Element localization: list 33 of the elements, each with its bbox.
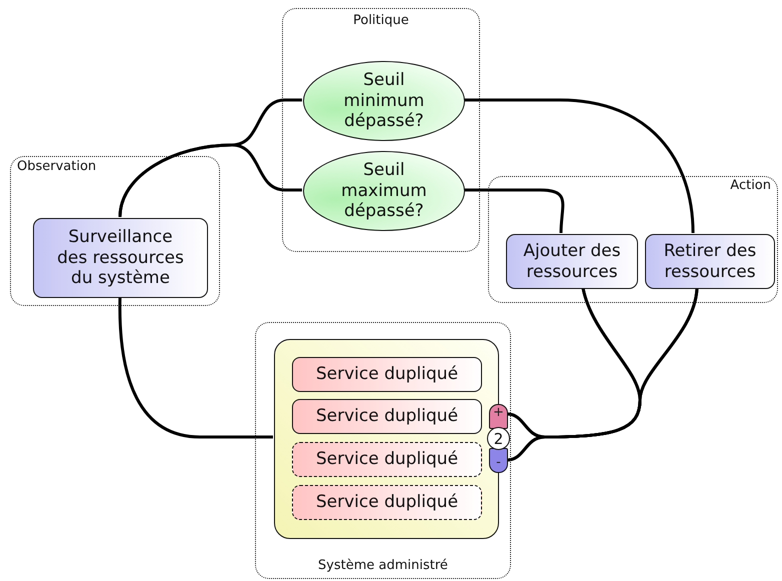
node-text: Seuil maximum dépassé? [340,160,428,222]
node-text: Service dupliqué [316,364,458,385]
process-box [506,234,638,289]
node-text: Retirer des ressources [662,241,758,282]
node-text: 2 [494,430,504,448]
node-text: Service dupliqué [316,406,458,427]
group-frame [488,176,778,303]
group-label: Observation [17,159,96,174]
node-text: Service dupliqué [316,449,458,470]
connector [464,98,694,234]
connector [118,144,302,218]
connector [118,297,273,438]
connector [464,188,564,234]
group-frame [282,8,480,252]
group-label: Système administré [317,558,449,573]
service-box [292,485,482,520]
group-frame [10,156,220,306]
node-text: Ajouter des ressources [522,241,622,282]
process-box [33,218,208,298]
node-text: Seuil minimum dépassé? [342,70,426,132]
group-label: Politique [352,13,410,28]
node-text: + [493,405,504,422]
decrease-control [489,448,508,473]
node-text: Service dupliqué [316,492,458,513]
group-frame [255,322,511,579]
service-box [292,442,482,477]
node-text: - [496,455,501,472]
service-box [292,357,482,392]
process-box [645,234,775,289]
increase-control [489,404,508,429]
node-text: Surveillance des ressources du système [56,227,185,289]
group-label: Action [730,178,771,193]
service-box [292,399,482,434]
